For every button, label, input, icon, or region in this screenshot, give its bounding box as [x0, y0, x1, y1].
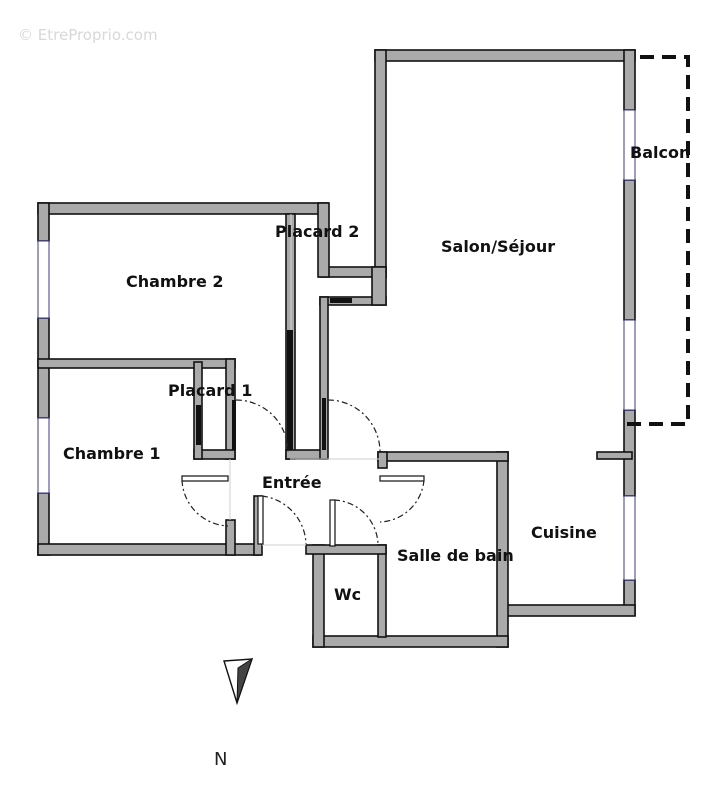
wall-placard2-right	[371, 266, 387, 306]
wall-right-2	[623, 179, 636, 321]
sliding-door-placard2	[287, 330, 293, 450]
wall-cuisine-stub	[596, 451, 633, 460]
sliding-door-placard1	[196, 405, 201, 445]
label-balcon: Balcon	[630, 143, 690, 162]
wall-top-bath	[377, 451, 509, 462]
compass-arrow-shade	[236, 657, 253, 704]
wall-left-1	[37, 202, 50, 242]
window-chambre1	[37, 417, 50, 494]
door-chambre1-arc	[181, 479, 229, 527]
door-bath-leaf	[379, 475, 425, 482]
window-cuisine	[623, 495, 636, 581]
windows	[37, 109, 636, 581]
door-entree-arc	[333, 499, 379, 545]
sliding-door-corridor	[322, 398, 326, 450]
wall-right-chambre2	[317, 202, 330, 278]
doors	[181, 399, 425, 547]
wall-chambre-divider	[37, 358, 236, 369]
walls	[37, 49, 636, 648]
wall-top-chambre2	[37, 202, 329, 215]
door-entree-leaf	[329, 499, 336, 547]
label-salon: Salon/Séjour	[441, 237, 555, 256]
door-bath-arc	[379, 479, 425, 523]
door-chambre2-arc	[235, 399, 289, 453]
sliding-door-placard2-top	[330, 298, 352, 303]
door-wc-arc	[261, 495, 307, 545]
sliding-door-placard1-b	[232, 400, 236, 450]
wall-chambre1-door-stub	[225, 519, 236, 556]
wall-bath-stub	[377, 451, 388, 469]
label-salle-de-bain: Salle de bain	[397, 546, 514, 565]
label-wc: Wc	[334, 585, 361, 604]
label-cuisine: Cuisine	[531, 523, 597, 542]
compass-label: N	[214, 749, 227, 770]
window-chambre2	[37, 240, 50, 319]
label-placard1: Placard 1	[168, 381, 252, 400]
wall-left-wc	[312, 544, 325, 648]
balcon-outline	[627, 55, 690, 426]
label-chambre2: Chambre 2	[126, 272, 224, 291]
wall-bottom-bath	[312, 635, 509, 648]
wall-top-wc	[305, 544, 387, 555]
wall-top-salon	[374, 49, 636, 62]
door-chambre1-leaf	[181, 475, 229, 482]
window-salon-1	[623, 109, 636, 181]
door-salon-arc	[327, 399, 381, 453]
wall-right-1	[623, 49, 636, 111]
label-placard2: Placard 2	[275, 222, 359, 241]
label-chambre1: Chambre 1	[63, 444, 161, 463]
door-wc-leaf	[257, 495, 264, 545]
label-entree: Entrée	[262, 473, 322, 492]
watermark: © EtreProprio.com	[18, 26, 158, 44]
interior-details	[196, 214, 380, 546]
wall-wc-bath	[377, 544, 387, 638]
compass: N	[214, 657, 254, 770]
wall-bottom-cuisine	[504, 604, 636, 617]
window-salon-2	[623, 319, 636, 411]
wall-left-salon	[374, 49, 387, 279]
